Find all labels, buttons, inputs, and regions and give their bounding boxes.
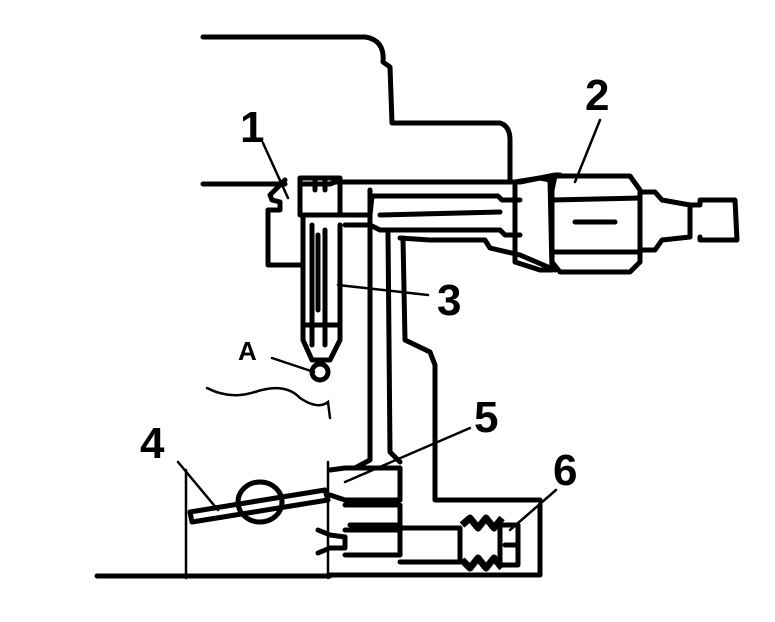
idle-screw-body bbox=[397, 525, 463, 565]
base-plate bbox=[327, 502, 543, 578]
leader-3 bbox=[336, 283, 430, 297]
fuel-well-left bbox=[352, 187, 373, 471]
label-5: 5 bbox=[474, 393, 498, 442]
idle-needle-body bbox=[342, 527, 403, 558]
hex-nut-edge-top bbox=[549, 195, 643, 203]
base-body bbox=[327, 465, 403, 503]
label-3: 3 bbox=[437, 276, 461, 325]
spring-coils bbox=[459, 514, 505, 532]
emulsion-tube bbox=[300, 212, 343, 363]
hex-nut bbox=[549, 173, 643, 275]
fuel-channel-lower bbox=[337, 193, 523, 218]
leader-5 bbox=[343, 426, 472, 484]
thread-section bbox=[512, 175, 555, 273]
label-6: 6 bbox=[553, 446, 577, 495]
idle-needle bbox=[315, 527, 348, 556]
airflow-line bbox=[205, 386, 332, 420]
fuel-channel-inner bbox=[342, 222, 523, 238]
label-2: 2 bbox=[585, 71, 609, 120]
leader-6 bbox=[508, 488, 558, 532]
idle-passage bbox=[342, 502, 403, 528]
leader-2 bbox=[573, 118, 602, 184]
spring-coils-lower bbox=[459, 554, 505, 572]
idle-screw-head bbox=[497, 522, 521, 568]
fitting-cap bbox=[687, 197, 740, 243]
label-4: 4 bbox=[140, 419, 165, 468]
leader-4 bbox=[176, 460, 220, 512]
label-1: 1 bbox=[240, 103, 264, 152]
jet-left-wall bbox=[265, 177, 303, 268]
leader-A bbox=[270, 356, 316, 374]
label-A: A bbox=[238, 336, 257, 366]
fitting-taper bbox=[637, 189, 693, 253]
throttle-plate bbox=[187, 487, 331, 525]
spray-arrow bbox=[377, 209, 503, 218]
leader-1 bbox=[261, 141, 290, 200]
fuel-well-right bbox=[400, 235, 543, 503]
fuel-well-middle bbox=[385, 229, 403, 465]
fuel-channel-bottom bbox=[397, 235, 558, 273]
housing-outline bbox=[200, 34, 513, 185]
